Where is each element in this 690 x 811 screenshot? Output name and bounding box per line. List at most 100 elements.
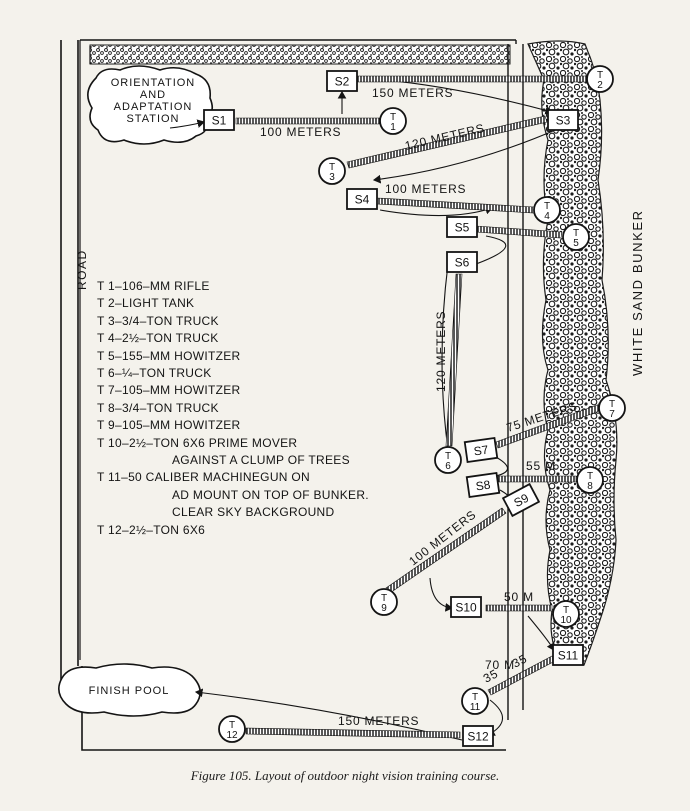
station-label: S5: [455, 221, 470, 235]
legend-line: T 1–106–MM RIFLE: [97, 279, 210, 293]
finish-pool-label: FINISH POOL: [89, 685, 170, 697]
station-label: S7: [473, 442, 490, 458]
target-number: 5: [573, 238, 579, 249]
route-s9-s10: [429, 577, 454, 612]
dist-s1-t1: 100 METERS: [260, 125, 341, 139]
legend-line: T 4–2½–TON TRUCK: [97, 331, 219, 346]
station-label: S8: [475, 477, 492, 493]
dist-s4-t4: 100 METERS: [385, 182, 466, 196]
station-4: S4: [346, 188, 378, 210]
target-number: 1: [390, 122, 396, 133]
line-s2-t2: [355, 75, 589, 83]
route-s10-s11: [527, 615, 555, 651]
station-label: S10: [455, 601, 477, 615]
line-s3-t3: [346, 115, 548, 169]
target-letter: T: [597, 70, 603, 81]
legend-line: CLEAR SKY BACKGROUND: [172, 505, 335, 520]
station-7: S7: [463, 436, 499, 464]
station-2: S2: [326, 70, 358, 92]
target-letter: T: [229, 720, 235, 731]
route-s6-t6: [441, 263, 449, 451]
station-label: S11: [558, 649, 579, 663]
station-6: S6: [446, 251, 478, 273]
orientation-line-2: AND: [140, 89, 166, 101]
target-letter: T: [472, 692, 478, 703]
road-label: ROAD: [75, 249, 89, 290]
target-number: 12: [226, 730, 238, 741]
station-10: S10: [450, 596, 482, 618]
target-9: T9: [370, 588, 398, 616]
target-letter: T: [573, 228, 579, 239]
target-10: T10: [552, 600, 580, 628]
legend-line: T 3–3/4–TON TRUCK: [97, 313, 219, 328]
dist-s11-t11-a: 70 M: [485, 658, 515, 672]
station-12: S12: [462, 725, 494, 747]
finish-pool: [58, 663, 201, 717]
dist-s11-t11-b: 35: [481, 666, 501, 685]
target-number: 9: [381, 603, 387, 614]
course-diagram: ROAD WHITE SAND BUNKER ORIENTATION AND A…: [58, 39, 645, 751]
station-label: S2: [335, 75, 350, 89]
line-s12-t12: [245, 727, 461, 739]
legend-line: T 11–50 CALIBER MACHINEGUN ON: [97, 470, 310, 485]
line-s10-t10: [485, 604, 553, 612]
station-label: S3: [556, 114, 571, 128]
target-letter: T: [544, 201, 550, 212]
legend-line: T 6–¼–TON TRUCK: [97, 366, 212, 381]
station-5: S5: [446, 216, 478, 238]
dist-s11-t11-c: 35: [510, 651, 530, 670]
route-s4-s5: [379, 205, 494, 217]
target-letter: T: [381, 593, 387, 604]
station-1: S1: [203, 109, 235, 131]
target-letter: T: [329, 162, 335, 173]
orientation-line-4: STATION: [126, 113, 179, 125]
legend-line: T 2–LIGHT TANK: [97, 296, 195, 311]
target-letter: T: [587, 471, 593, 482]
station-9: S9: [501, 482, 541, 518]
target-number: 7: [609, 409, 615, 420]
route-orientation-s1: [169, 119, 206, 129]
target-1: T1: [379, 107, 407, 135]
dist-s6-s7: 120 METERS: [434, 311, 448, 392]
target-letter: T: [390, 112, 396, 123]
line-s9-t9: [385, 507, 507, 594]
dist-s12-t12: 150 METERS: [338, 714, 419, 728]
target-number: 11: [470, 702, 481, 713]
target-letter: T: [445, 451, 451, 462]
target-number: 3: [329, 172, 335, 183]
line-s8-t8: [497, 475, 577, 483]
target-8: T8: [576, 466, 604, 494]
target-6: T6: [434, 446, 462, 474]
target-legend: T 1–106–MM RIFLE T 2–LIGHT TANK T 3–3/4–TO…: [97, 278, 369, 539]
line-s4-t4: [376, 197, 535, 214]
white-sand-bunker: [527, 40, 618, 666]
legend-line: T 9–105–MM HOWITZER: [97, 418, 241, 433]
legend-line: T 7–105–MM HOWITZER: [97, 383, 241, 398]
bunker-label: WHITE SAND BUNKER: [630, 209, 645, 376]
target-number: 4: [544, 211, 550, 222]
target-12: T12: [218, 715, 246, 743]
route-s3-s4: [372, 127, 561, 184]
station-11: S11: [552, 644, 584, 666]
route-s5-s6: [475, 235, 507, 265]
orientation-line-1: ORIENTATION: [111, 77, 196, 89]
station-label: S12: [467, 730, 489, 744]
target-11: T11: [461, 687, 489, 715]
target-letter: T: [609, 399, 615, 410]
station-label: S6: [455, 256, 470, 270]
figure-caption: Figure 105. Layout of outdoor night visi…: [190, 768, 500, 783]
orientation-line-3: ADAPTATION: [114, 101, 193, 113]
target-5: T5: [562, 223, 590, 251]
target-number: 6: [445, 461, 451, 472]
target-number: 2: [597, 80, 603, 91]
target-number: 8: [587, 481, 593, 492]
target-4: T4: [533, 196, 561, 224]
dist-s10-t10: 50 M: [504, 590, 534, 604]
legend-line: T 8–3/4–TON TRUCK: [97, 400, 219, 415]
station-label: S4: [355, 193, 370, 207]
legend-line: T 10–2½–TON 6X6 PRIME MOVER: [97, 435, 298, 450]
legend-line: AD MOUNT ON TOP OF BUNKER.: [172, 487, 369, 502]
legend-line: T 12–2½–TON 6X6: [97, 522, 206, 537]
